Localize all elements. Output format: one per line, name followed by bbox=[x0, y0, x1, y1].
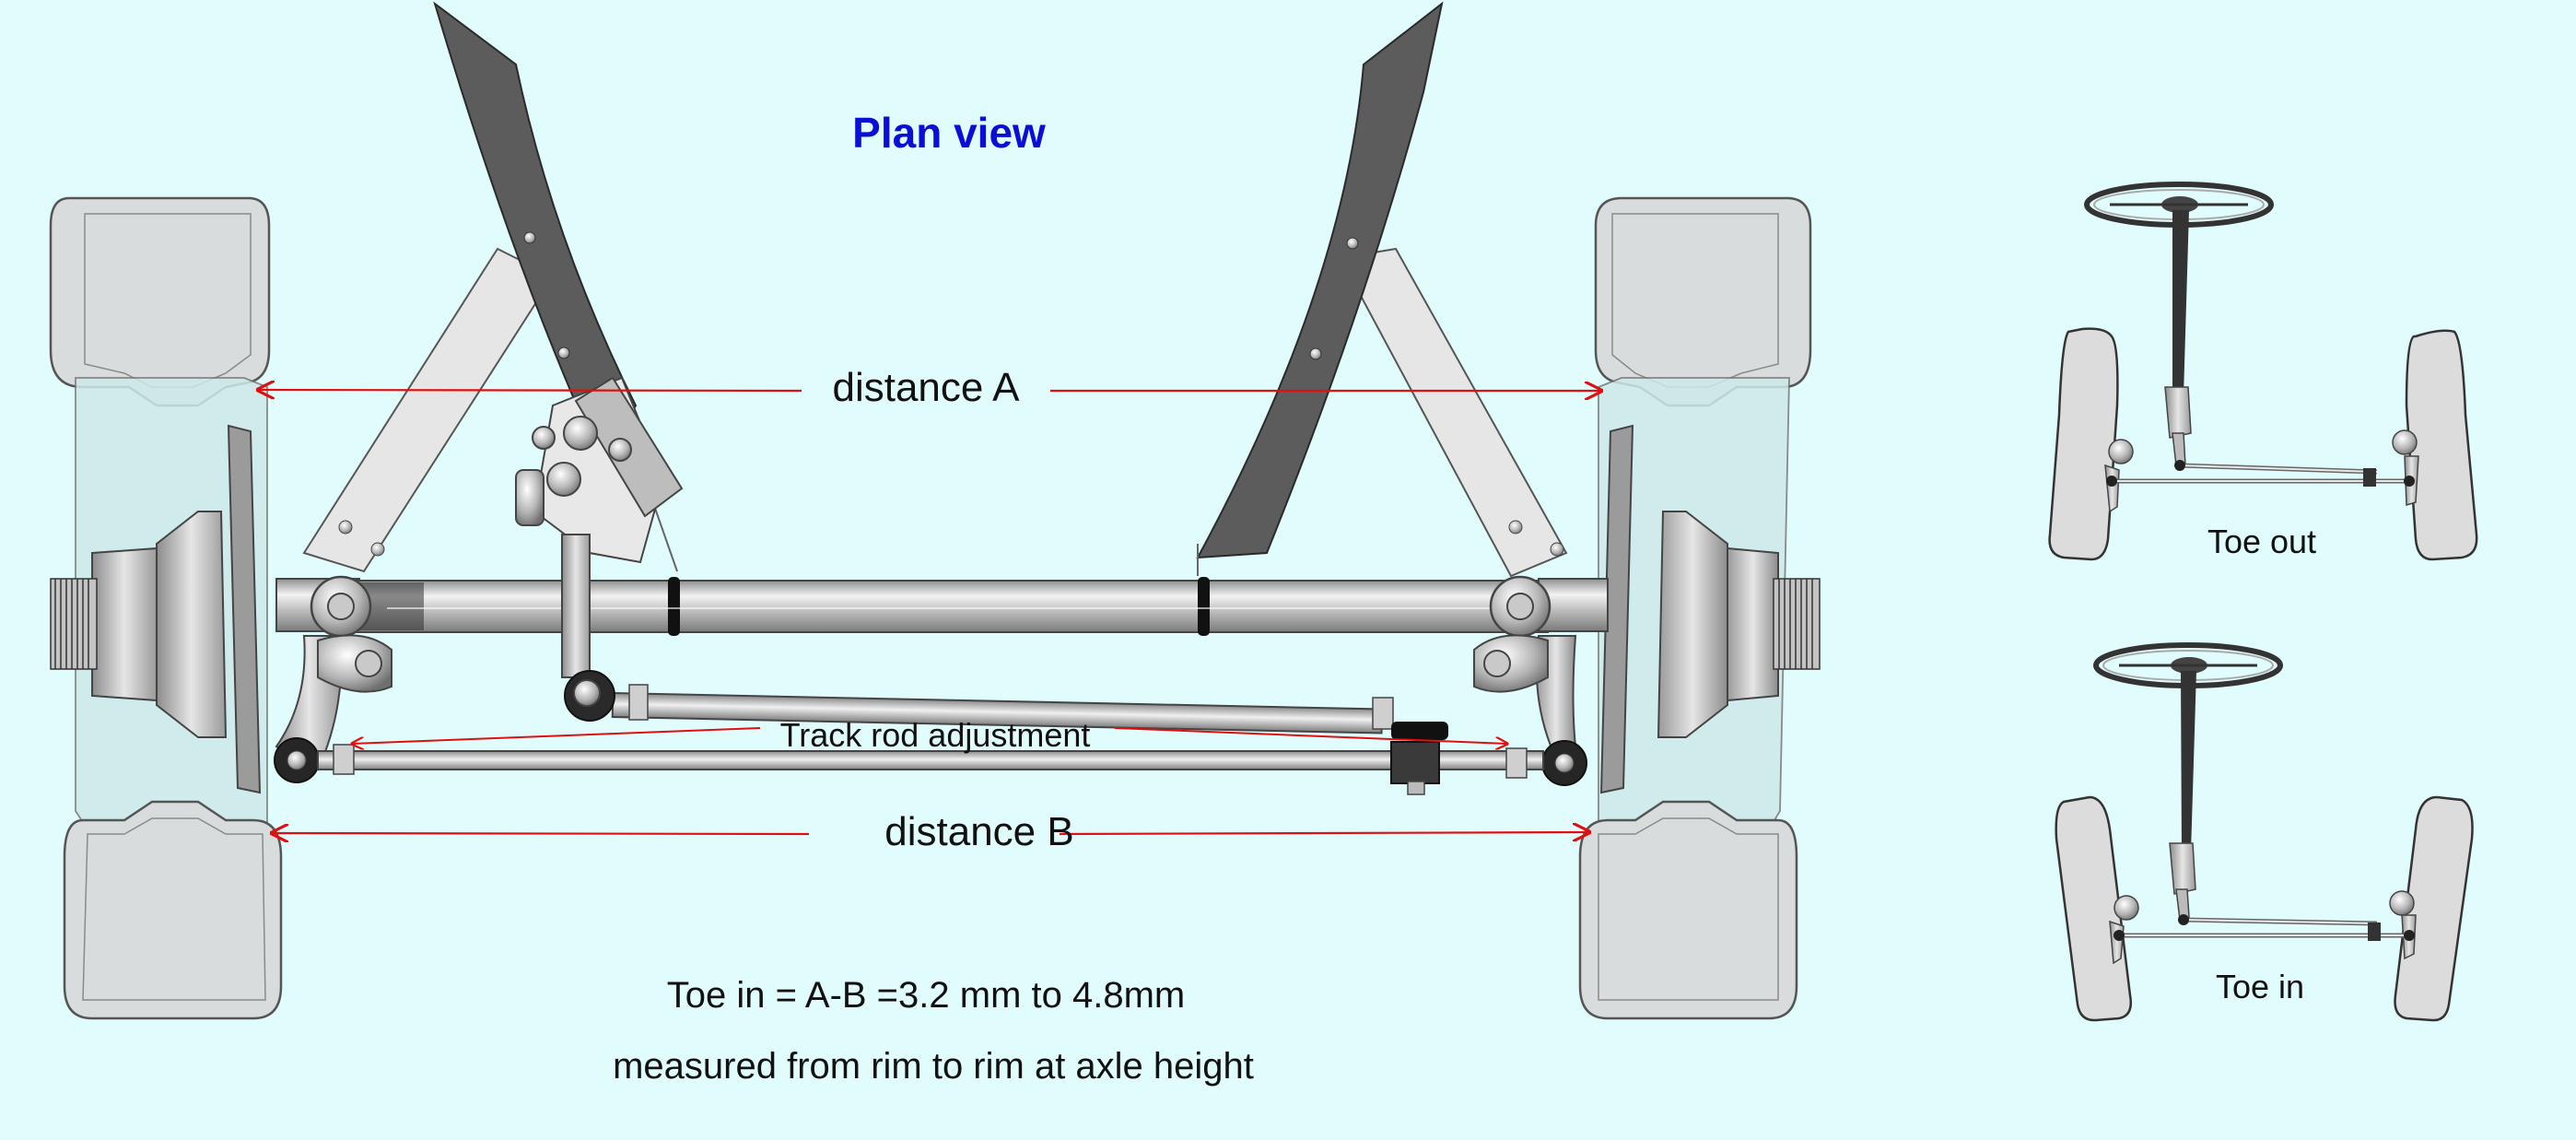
leaf-springs bbox=[433, 1, 1444, 576]
drag-link bbox=[564, 670, 1394, 735]
distance-a-arrow-left bbox=[258, 390, 802, 391]
track-rod bbox=[317, 722, 1544, 795]
toe-in-right-tyre bbox=[2394, 795, 2474, 1022]
right-wheel-assembly bbox=[1578, 196, 1821, 1020]
dimension-arrows bbox=[258, 390, 1601, 834]
track-rod-arrow-left bbox=[352, 727, 761, 744]
distance-a-label: distance A bbox=[832, 365, 1020, 410]
toe-in-label: Toe in bbox=[2216, 968, 2304, 1005]
toe-out-left-tyre bbox=[2048, 327, 2119, 561]
right-hub bbox=[1657, 511, 1728, 738]
left-stub-thread bbox=[50, 578, 98, 670]
left-tyre-bottom bbox=[63, 800, 283, 1020]
toe-out-label: Toe out bbox=[2207, 523, 2316, 560]
track-rod-clamp bbox=[1390, 741, 1440, 784]
left-spring-clamp bbox=[668, 577, 680, 636]
track-rod-arrow-right bbox=[1114, 727, 1507, 744]
distance-b-arrow-left bbox=[272, 833, 810, 834]
toe-in-formula: Toe in = A-B =3.2 mm to 4.8mm bbox=[667, 975, 1185, 1016]
left-wheel-assembly bbox=[49, 196, 283, 1020]
right-stub-thread bbox=[1773, 578, 1821, 670]
left-steering-arm bbox=[274, 575, 392, 783]
toe-out-inset: Toe out bbox=[2048, 182, 2478, 561]
right-steering-arm bbox=[1473, 575, 1587, 786]
toe-in-inset: Toe in bbox=[2055, 642, 2474, 1022]
right-brake-disc bbox=[1599, 424, 1634, 794]
right-spring-clamp bbox=[1198, 577, 1210, 636]
axle-beam bbox=[275, 577, 1609, 636]
left-hub bbox=[156, 511, 228, 738]
distance-b-arrow-right bbox=[1059, 832, 1589, 834]
measurement-note: measured from rim to rim at axle height bbox=[613, 1046, 1254, 1087]
track-rod-clamp-top bbox=[1391, 722, 1448, 740]
diagram-title: Plan view bbox=[852, 109, 1046, 157]
toe-in-left-tyre bbox=[2055, 795, 2132, 1022]
left-brake-disc bbox=[227, 424, 262, 794]
distance-b-label: distance B bbox=[884, 809, 1073, 854]
steering-box bbox=[515, 376, 684, 678]
drop-arm bbox=[561, 534, 591, 678]
right-tyre-bottom bbox=[1578, 800, 1798, 1020]
right-radius-arm bbox=[1339, 247, 1568, 578]
left-tyre-top bbox=[49, 196, 271, 407]
track-rod-label: Track rod adjustment bbox=[780, 716, 1091, 754]
toe-out-right-tyre bbox=[2405, 329, 2478, 561]
